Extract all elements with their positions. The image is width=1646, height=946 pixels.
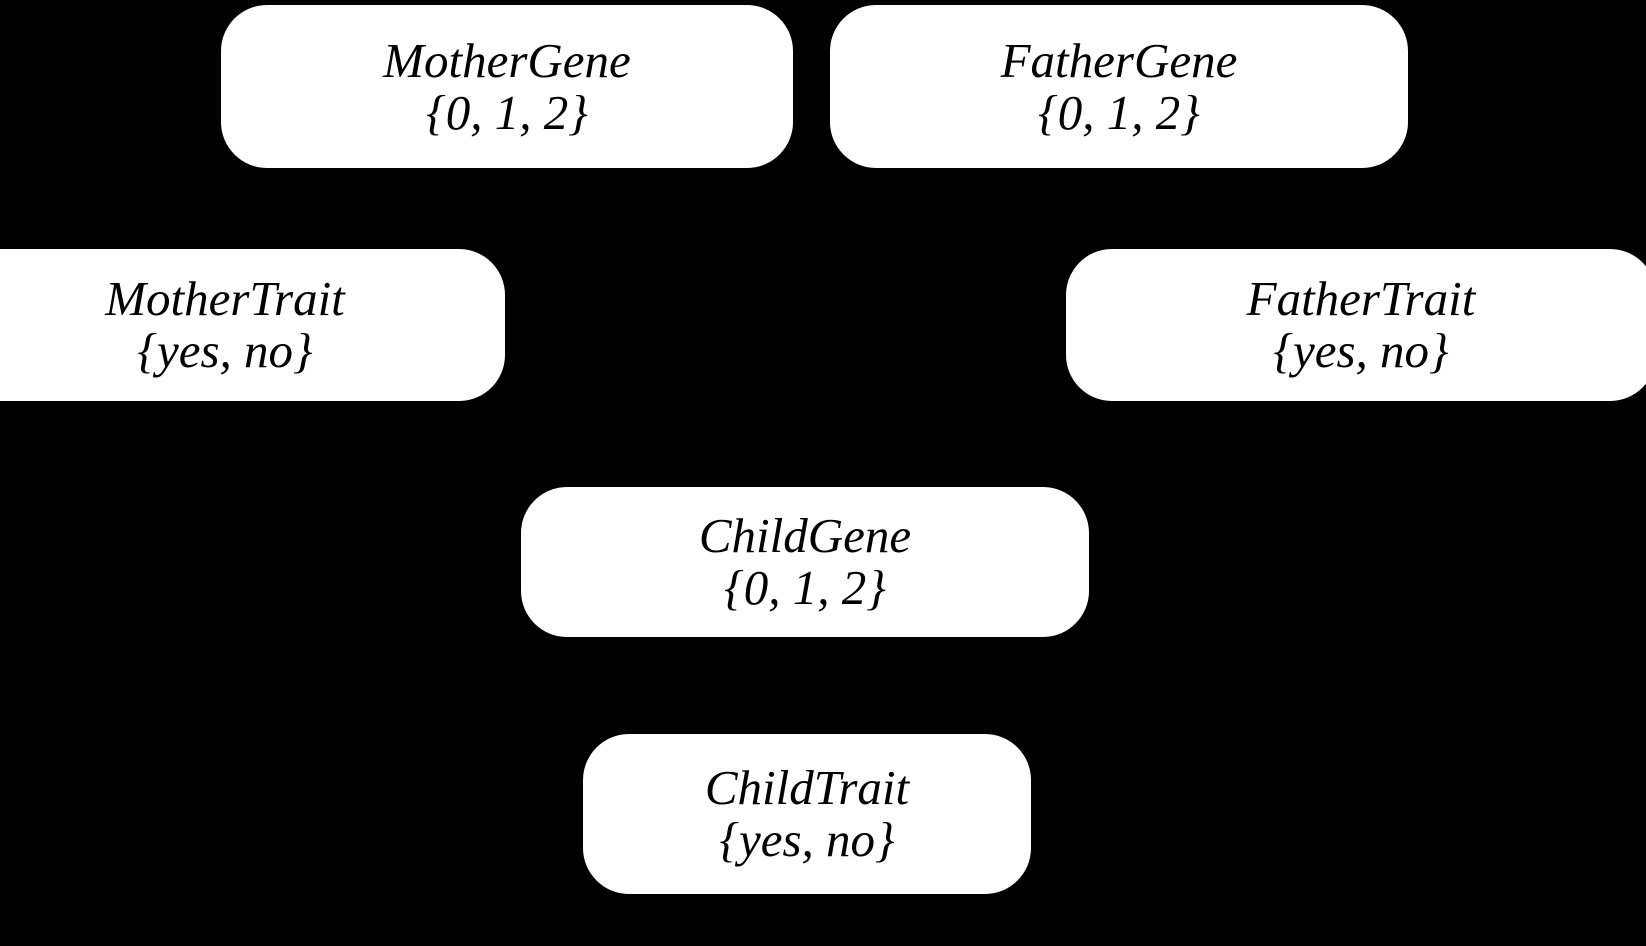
node-child-gene-domain: {0, 1, 2}: [724, 560, 886, 615]
node-child-trait-domain: {yes, no}: [719, 812, 895, 867]
node-mother-trait-name: MotherTrait: [105, 271, 345, 327]
node-child-gene[interactable]: ChildGene {0, 1, 2}: [521, 487, 1089, 637]
node-mother-gene-domain: {0, 1, 2}: [426, 84, 588, 140]
node-mother-trait-domain: {yes, no}: [137, 323, 313, 378]
node-father-trait[interactable]: FatherTrait {yes, no}: [1066, 249, 1646, 401]
node-child-trait-name: ChildTrait: [704, 760, 910, 816]
node-father-trait-name: FatherTrait: [1246, 271, 1476, 327]
node-child-trait[interactable]: ChildTrait {yes, no}: [583, 734, 1031, 894]
node-father-gene-domain: {0, 1, 2}: [1038, 84, 1200, 140]
node-mother-gene[interactable]: MotherGene {0, 1, 2}: [221, 5, 793, 168]
node-mother-gene-name: MotherGene: [383, 32, 631, 88]
node-father-trait-domain: {yes, no}: [1273, 323, 1449, 378]
node-father-gene[interactable]: FatherGene {0, 1, 2}: [830, 5, 1408, 168]
node-child-gene-name: ChildGene: [698, 508, 912, 564]
node-father-gene-name: FatherGene: [1000, 32, 1238, 88]
node-mother-trait[interactable]: MotherTrait {yes, no}: [0, 249, 505, 401]
